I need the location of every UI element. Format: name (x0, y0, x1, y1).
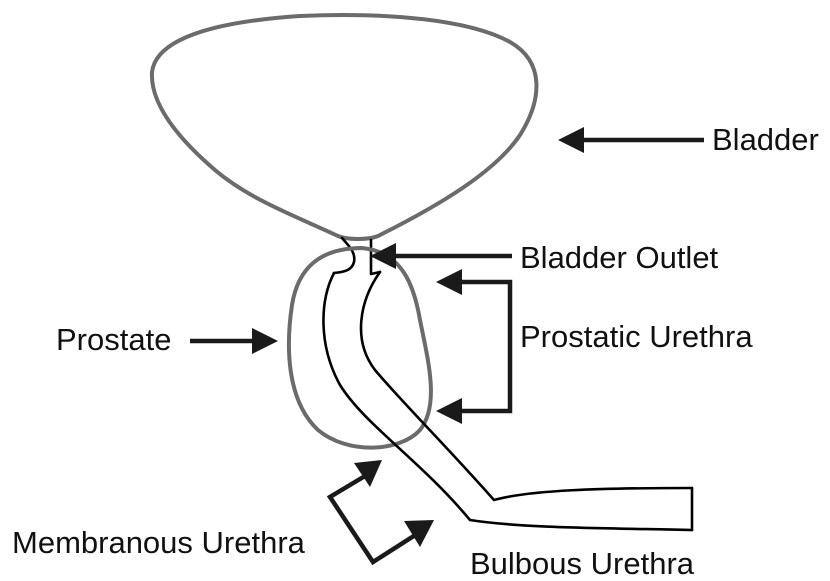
arrow-prostate (190, 328, 278, 354)
bladder-shape (152, 15, 537, 239)
prostate-shape (289, 248, 431, 448)
label-prostate: Prostate (56, 322, 171, 357)
arrow-bladder-outlet (370, 243, 512, 269)
urethra-right-wall (361, 272, 692, 500)
arrow-membranous-urethra (330, 460, 434, 562)
urethra-left-wall (323, 273, 692, 530)
label-prostatic-urethra: Prostatic Urethra (520, 319, 753, 354)
bladder-neck-left (334, 238, 354, 273)
arrow-bladder (558, 127, 704, 153)
label-bladder-outlet: Bladder Outlet (520, 240, 719, 275)
bracket-prostatic-urethra (436, 269, 510, 424)
label-bulbous-urethra: Bulbous Urethra (470, 546, 695, 581)
label-membranous-urethra: Membranous Urethra (12, 525, 306, 560)
label-bladder: Bladder (712, 122, 819, 157)
